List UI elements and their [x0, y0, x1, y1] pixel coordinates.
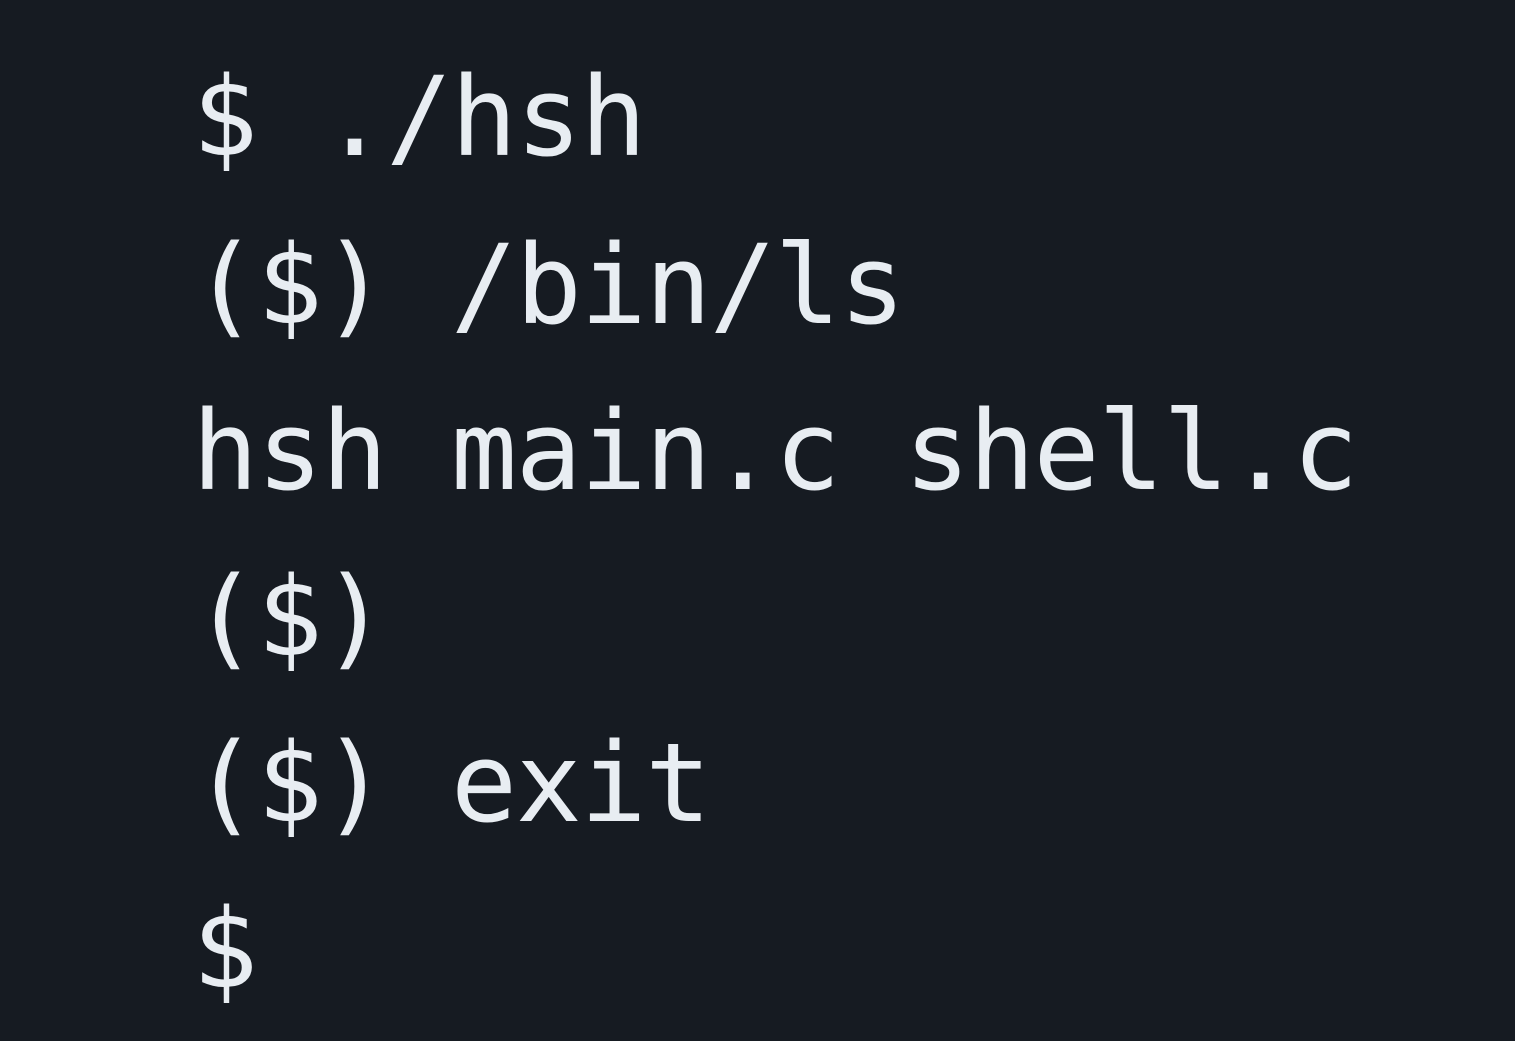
terminal-line-output: hsh main.c shell.c	[192, 387, 1359, 515]
terminal-line-prompt: $	[192, 885, 258, 1013]
terminal-line-shell-command: ($) /bin/ls	[192, 221, 905, 349]
terminal-line-command: $ ./hsh	[192, 53, 647, 181]
terminal-line-exit-command: ($) exit	[192, 719, 711, 847]
terminal-line-shell-prompt: ($)	[192, 553, 388, 681]
